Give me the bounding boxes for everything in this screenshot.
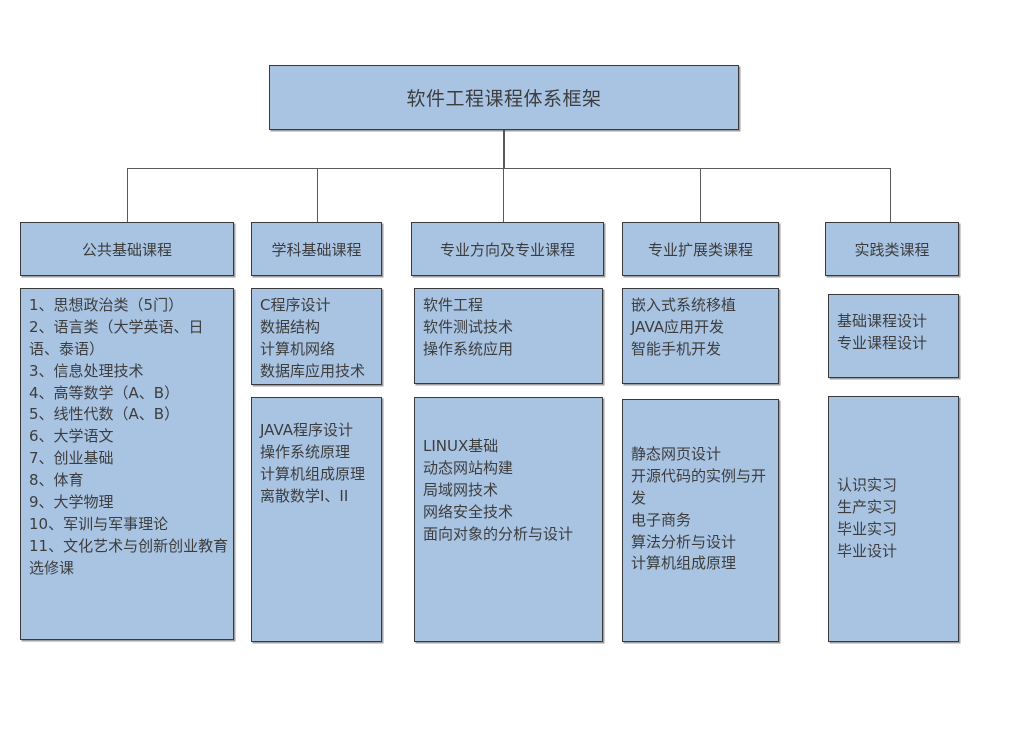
content-box-discipline-basic-advanced: JAVA程序设计 操作系统原理 计算机组成原理 离散数学I、II: [251, 397, 382, 642]
connector-drop-2: [317, 168, 318, 223]
connector-drop-5: [890, 168, 891, 223]
course-list: C程序设计 数据结构 计算机网络 数据库应用技术: [260, 296, 366, 380]
content-box-public-basic-courses: 1、思想政治类（5门） 2、语言类（大学英语、日语、泰语） 3、信息处理技术 4…: [20, 288, 234, 640]
course-list: 嵌入式系统移植 JAVA应用开发 智能手机开发: [631, 296, 737, 358]
category-header-practice[interactable]: 实践类课程: [825, 222, 959, 276]
course-list: 基础课程设计 专业课程设计: [837, 312, 928, 352]
course-list: 1、思想政治类（5门） 2、语言类（大学英语、日语、泰语） 3、信息处理技术 4…: [29, 296, 229, 577]
course-list: LINUX基础 动态网站构建 局域网技术 网络安全技术 面向对象的分析与设计: [423, 437, 574, 543]
content-box-discipline-basic-core: C程序设计 数据结构 计算机网络 数据库应用技术: [251, 288, 382, 385]
connector-title-stem: [503, 130, 505, 169]
category-header-label: 专业扩展类课程: [647, 240, 753, 259]
content-box-major-direction-electives: LINUX基础 动态网站构建 局域网技术 网络安全技术 面向对象的分析与设计: [414, 397, 603, 642]
page-title: 软件工程课程体系框架: [406, 88, 602, 110]
connector-horizontal-bus: [127, 168, 891, 169]
category-header-public-basic[interactable]: 公共基础课程: [20, 222, 234, 276]
category-header-label: 实践类课程: [854, 240, 930, 259]
category-header-discipline-basic[interactable]: 学科基础课程: [251, 222, 382, 276]
category-header-major-direction[interactable]: 专业方向及专业课程: [411, 222, 604, 276]
content-box-major-extension-core: 嵌入式系统移植 JAVA应用开发 智能手机开发: [622, 288, 779, 384]
connector-drop-3: [503, 168, 504, 223]
course-list: 静态网页设计 开源代码的实例与开发 电子商务 算法分析与设计 计算机组成原理: [631, 445, 767, 573]
diagram-title-box: 软件工程课程体系框架: [269, 65, 739, 130]
content-box-major-direction-core: 软件工程 软件测试技术 操作系统应用: [414, 288, 603, 384]
content-box-practice-internship: 认识实习 生产实习 毕业实习 毕业设计: [828, 396, 959, 642]
category-header-label: 公共基础课程: [81, 240, 172, 259]
course-list: JAVA程序设计 操作系统原理 计算机组成原理 离散数学I、II: [260, 421, 366, 505]
connector-drop-1: [127, 168, 128, 223]
category-header-label: 学科基础课程: [271, 240, 362, 259]
course-list: 软件工程 软件测试技术 操作系统应用: [423, 296, 514, 358]
content-box-major-extension-electives: 静态网页设计 开源代码的实例与开发 电子商务 算法分析与设计 计算机组成原理: [622, 399, 779, 642]
course-list: 认识实习 生产实习 毕业实习 毕业设计: [837, 476, 898, 560]
content-box-practice-design: 基础课程设计 专业课程设计: [828, 294, 959, 378]
category-header-label: 专业方向及专业课程: [439, 240, 575, 259]
category-header-major-extension[interactable]: 专业扩展类课程: [622, 222, 779, 276]
connector-drop-4: [700, 168, 701, 223]
